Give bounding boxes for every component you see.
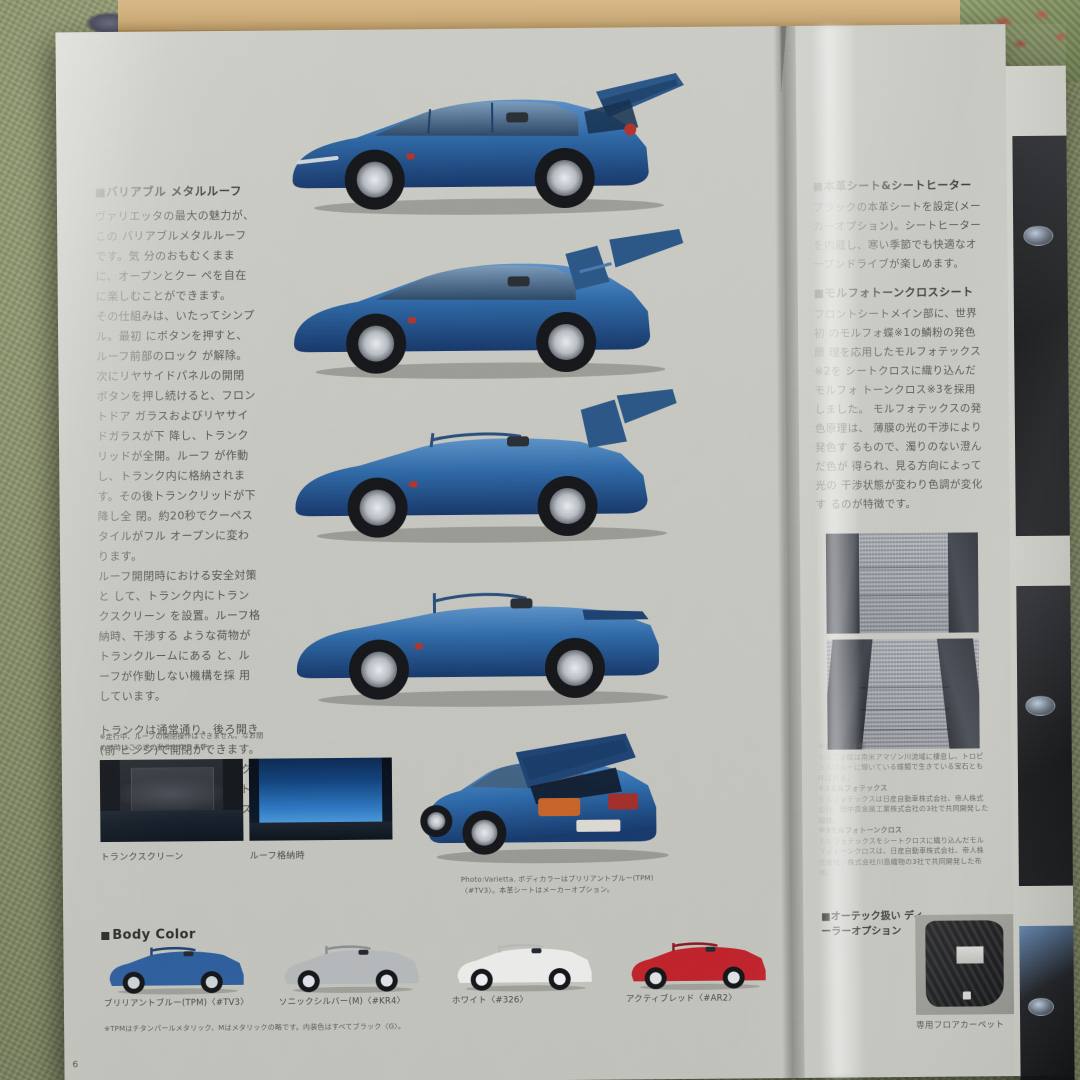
rear-lamp-strip <box>249 826 393 841</box>
next-page-interior-photo-3 <box>1019 925 1075 1080</box>
right-section-2-heading: ■モルフォトーンクロスシート <box>813 285 974 300</box>
next-page-interior-photo-1 <box>1012 135 1070 537</box>
morpho-seat-photo-2 <box>826 638 980 750</box>
morpho-seat-photo-1 <box>825 532 979 634</box>
color-label-2: ホワイト〈#326〉 <box>451 995 529 1007</box>
right-section-1-heading: ■本革シート&シートヒーター <box>812 178 972 193</box>
left-paragraph-1: ヴァリエッタの最大の魅力が、この バリアブルメタルルーフです。気 分のおもむくま… <box>94 208 255 304</box>
brochure: ■バリアブル メタルルーフ ヴァリエッタの最大の魅力が、この バリアブルメタルル… <box>55 23 1075 1080</box>
varietta-photo-caption: Photo:Varietta. ボディカラーはブリリアントブルー(TPM)〈#T… <box>460 874 654 895</box>
next-page-interior-photo-2 <box>1016 585 1073 887</box>
trunk-screen-panel <box>131 767 214 813</box>
color-swatch-car-2 <box>451 936 600 995</box>
mirror-control-icon <box>1023 225 1054 246</box>
left-paragraph-3: ルーフ開閉時における安全対策と して、トランク内にトランクスクリーン を設置。ル… <box>98 568 261 704</box>
floor-carpet-caption: 専用フロアカーペット <box>916 1020 1005 1031</box>
caption-trunk-screen: トランクスクリーン <box>100 852 184 864</box>
left-section-heading: ■バリアブル メタルルーフ <box>94 183 243 200</box>
right-footnotes: ※1モルフォ蝶 モルフォ蝶は南米アマゾン川流域に棲息し、トロピカルブルーに輝いて… <box>818 740 991 878</box>
varietta-trunk-open-photo <box>412 727 693 869</box>
floor-mat-shape <box>925 920 1005 1007</box>
trunk-screen-photo <box>99 758 244 843</box>
air-vent-icon <box>1027 997 1055 1016</box>
mat-fastener-icon <box>962 990 971 1000</box>
roof-sequence-photo-2 <box>279 219 700 388</box>
seat-bolster-left <box>825 533 861 634</box>
footnote-2-text: モルフォテックスは日産自動車株式会社、帝人株式会社、田中貴金属工業株式会社の3社… <box>818 793 989 825</box>
floor-carpet-photo <box>915 914 1015 1015</box>
roof-stowed-photo <box>248 757 393 841</box>
roof-sequence-photo-3 <box>281 383 702 552</box>
brochure-next-page <box>1005 65 1075 1080</box>
rear-lamp-strip <box>100 827 244 843</box>
color-label-0: ブリリアントブルー(TPM)〈#TV3〉 <box>103 997 249 1010</box>
seat-bolster-right <box>947 532 979 633</box>
color-swatch-car-0 <box>103 939 252 998</box>
air-vent-icon <box>1025 695 1056 716</box>
color-swatch-car-3 <box>625 934 774 993</box>
page-number: 6 <box>72 1060 79 1071</box>
mat-heel-pad <box>956 946 984 964</box>
right-section-2-text: フロントシートメイン部に、世界初 のモルフォ蝶※1の鱗粉の発色原 理を応用したモ… <box>813 307 983 511</box>
color-label-1: ソニックシルバー(M)〈#KR4〉 <box>278 996 406 1008</box>
roof-sequence-photo-1 <box>278 55 699 224</box>
color-label-3: アクティブレッド〈#AR2〉 <box>625 993 738 1005</box>
right-section-1-text: ブラックの本革シートを設定(メーカーオプション)。シートヒーターを内蔵し、寒い季… <box>812 200 982 271</box>
color-swatch-car-1 <box>278 937 427 996</box>
right-article: ■本革シート&シートヒーター ブラックの本革シートを設定(メーカーオプション)。… <box>813 176 986 514</box>
roof-operation-footnote: ※走行中、ルーフの開閉操作はできません。なお閉める時はこの逆の動作となります。 <box>99 731 264 752</box>
caption-roof-stowed: ルーフ格納時 <box>249 851 305 862</box>
roof-sequence-photo-4-full-open <box>282 547 703 716</box>
footnote-3-text: モルフォテックスをシートクロスに織り込んだモルフォトーンクロスは、日産自動車株式… <box>818 835 984 877</box>
footnote-1-text: モルフォ蝶は南米アマゾン川流域に棲息し、トロピカルブルーに輝いている蝶類で生きて… <box>817 751 984 783</box>
section-bullet-icon <box>101 931 110 941</box>
left-paragraph-2: その仕組みは、いたってシンプル。最初 にボタンを押すと、ルーフ前部のロック が解… <box>95 308 257 564</box>
